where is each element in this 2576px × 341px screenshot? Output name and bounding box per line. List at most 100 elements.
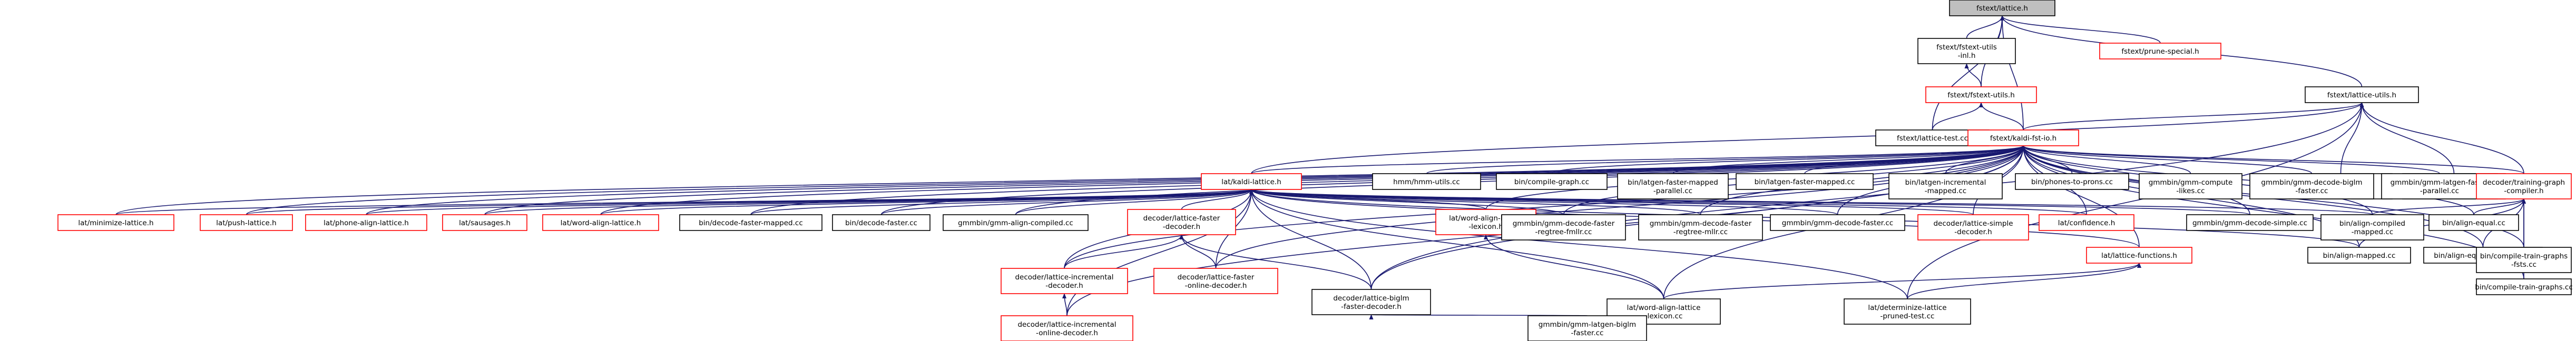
node-label: decoder/lattice-simple — [1933, 219, 2013, 228]
node-box — [1949, 0, 2055, 16]
node-label: gmmbin/gmm-decode-faster — [1513, 219, 1615, 228]
graph-node[interactable]: gmmbin/gmm-decode-faster-regtree-fmllr.c… — [1501, 214, 1626, 240]
node-box — [1001, 315, 1133, 341]
node-label: -lexicon.h — [1468, 223, 1503, 231]
dependency-edge — [2340, 102, 2364, 174]
node-label: lat/lattice-functions.h — [2101, 252, 2177, 260]
node-box — [1527, 315, 1647, 341]
dependency-edge — [1966, 15, 2004, 39]
graph-node[interactable]: gmmbin/gmm-latgen-biglm-faster.cc — [1527, 315, 1647, 341]
dependency-edge — [600, 145, 2025, 215]
node-box — [2305, 86, 2419, 103]
graph-node[interactable]: lat/sausages.h — [442, 214, 527, 231]
node-label: fstext/fstext-utils — [1936, 43, 1997, 52]
graph-node[interactable]: fstext/kaldi-fst-io.h — [1967, 129, 2079, 146]
graph-node[interactable]: gmmbin/gmm-decode-faster.cc — [1770, 214, 1905, 231]
graph-node[interactable]: decoder/lattice-incremental-decoder.h — [1001, 268, 1128, 294]
graph-node[interactable]: decoder/lattice-incremental-online-decod… — [1001, 315, 1133, 341]
graph-node[interactable]: bin/compile-train-graphs-fsts.cc — [2476, 247, 2572, 273]
graph-node[interactable]: gmmbin/gmm-align-compiled.cc — [943, 214, 1089, 231]
node-label: lat/determinize-lattice — [1868, 304, 1946, 312]
node-label: -online-decoder.h — [1036, 329, 1098, 337]
graph-node[interactable]: gmmbin/gmm-decode-biglm-faster.cc — [2249, 173, 2374, 199]
node-label: -compiler.h — [2504, 187, 2543, 195]
dependency-edge — [1181, 189, 1253, 210]
dependency-edge — [1484, 234, 1664, 299]
graph-node[interactable]: lat/determinize-lattice-pruned-test.cc — [1844, 298, 1971, 325]
node-box — [1127, 209, 1236, 235]
graph-node[interactable]: gmmbin/gmm-decode-simple.cc — [2186, 214, 2314, 231]
graph-node[interactable]: bin/decode-faster-mapped.cc — [679, 214, 822, 231]
graph-node[interactable]: bin/latgen-incremental-mapped.cc — [1888, 173, 2003, 199]
node-box — [2039, 214, 2134, 231]
dependency-edge — [2021, 145, 2313, 174]
graph-node[interactable]: bin/latgen-faster-mapped-parallel.cc — [1617, 173, 1729, 199]
node-label: -faster-decoder.h — [1341, 303, 1402, 311]
graph-node[interactable]: lat/minimize-lattice.h — [57, 214, 174, 231]
node-label: decoder/lattice-incremental — [1017, 320, 1116, 329]
node-box — [2086, 247, 2192, 264]
node-label: -mapped.cc — [2352, 228, 2393, 236]
graph-node[interactable]: bin/decode-faster.cc — [832, 214, 931, 231]
node-label: fstext/kaldi-fst-io.h — [1990, 134, 2056, 143]
dependency-edge — [1249, 189, 1701, 215]
node-label: lat/word-align-lattice — [1627, 304, 1701, 312]
node-label: bin/align-mapped.cc — [2323, 252, 2396, 260]
graph-node[interactable]: bin/compile-train-graphs.cc — [2475, 278, 2573, 295]
graph-node[interactable]: decoder/lattice-faster-online-decoder.h — [1153, 268, 1278, 294]
node-label: lat/phone-align-lattice.h — [324, 219, 409, 227]
node-box — [2307, 247, 2411, 264]
graph-node[interactable]: bin/compile-graph.cc — [1496, 173, 1608, 190]
graph-node[interactable]: lat/word-align-lattice.h — [542, 214, 659, 231]
graph-node[interactable]: decoder/training-graph-compiler.h — [2476, 173, 2572, 199]
graph-node[interactable]: lat/lattice-functions.h — [2086, 247, 2192, 264]
graph-node[interactable]: fstext/fstext-utils.h — [1925, 86, 2037, 103]
dependency-edge — [2000, 15, 2024, 131]
graph-node[interactable]: fstext/fstext-utils-inl.h — [1917, 38, 2016, 64]
dependency-edge — [600, 189, 1253, 215]
node-label: lat/push-lattice.h — [216, 219, 276, 227]
node-label: -regtree-fmllr.cc — [1535, 228, 1592, 236]
dependency-edge — [1062, 293, 1067, 316]
node-label: gmmbin/gmm-compute — [2149, 178, 2233, 187]
dependency-edge — [2359, 102, 2455, 174]
edge-layer — [115, 15, 2526, 320]
graph-node[interactable]: fstext/lattice-utils.h — [2305, 86, 2419, 103]
node-label: lat/word-align-lattice.h — [561, 219, 641, 227]
dependency-edge — [2021, 145, 2524, 174]
graph-node[interactable]: gmmbin/gmm-compute-likes.cc — [2139, 173, 2242, 199]
node-box — [679, 214, 822, 231]
node-box — [1496, 173, 1608, 190]
graph-node[interactable]: bin/align-equal.cc — [2428, 214, 2519, 231]
node-box — [1311, 289, 1431, 315]
graph-node[interactable]: decoder/lattice-simple-decoder.h — [1917, 214, 2029, 240]
graph-node[interactable]: lat/push-lattice.h — [200, 214, 293, 231]
graph-node[interactable]: bin/phones-to-prons.cc — [2015, 173, 2129, 190]
node-label: gmmbin/gmm-decode-simple.cc — [2192, 219, 2307, 227]
graph-node[interactable]: bin/latgen-faster-mapped.cc — [1736, 173, 1874, 190]
graph-node[interactable]: bin/align-mapped.cc — [2307, 247, 2411, 264]
node-layer: fstext/lattice.hfstext/fstext-utils-inl.… — [57, 0, 2573, 341]
graph-node[interactable]: bin/align-compiled-mapped.cc — [2320, 214, 2424, 240]
node-box — [1888, 173, 2003, 199]
node-box — [2476, 173, 2572, 199]
node-box — [2428, 214, 2519, 231]
node-label: -fsts.cc — [2511, 260, 2536, 269]
graph-node[interactable]: gmmbin/gmm-decode-faster-regtree-mllr.cc — [1638, 214, 1763, 240]
node-label: lat/minimize-lattice.h — [78, 219, 153, 227]
graph-node[interactable]: lat/phone-align-lattice.h — [305, 214, 427, 231]
graph-node[interactable]: hmm/hmm-utils.cc — [1372, 173, 1481, 190]
dependency-edge — [1066, 189, 1253, 316]
node-box — [1372, 173, 1481, 190]
dependency-edge — [1663, 263, 2141, 299]
dependency-edge — [2000, 15, 2161, 44]
graph-node[interactable]: lat/confidence.h — [2039, 214, 2134, 231]
graph-node[interactable]: decoder/lattice-faster-decoder.h — [1127, 209, 1236, 235]
graph-node[interactable]: lat/kaldi-lattice.h — [1201, 173, 1302, 190]
graph-node[interactable]: fstext/prune-special.h — [2099, 43, 2221, 59]
node-label: -decoder.h — [1954, 228, 1992, 236]
node-label: bin/latgen-faster-mapped.cc — [1755, 178, 1855, 186]
graph-node[interactable]: decoder/lattice-biglm-faster-decoder.h — [1311, 289, 1431, 315]
node-label: -decoder.h — [1045, 282, 1083, 290]
node-label: -faster.cc — [1571, 329, 1604, 337]
